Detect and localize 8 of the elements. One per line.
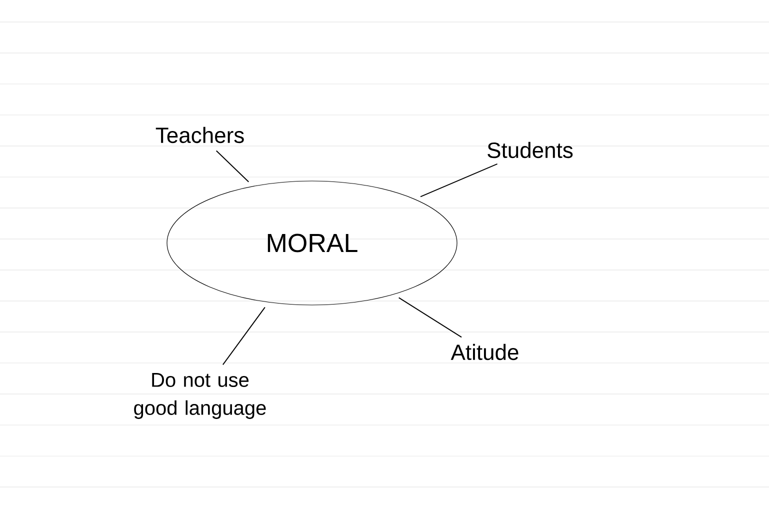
connector-line (222, 306, 266, 366)
node-label: Do not use good language (134, 373, 266, 419)
node-label: Atitude (450, 344, 518, 360)
node-label: Students (488, 142, 573, 158)
connector-line (420, 163, 498, 198)
connector-line (398, 297, 462, 338)
node-label: Teachers (156, 126, 244, 144)
connector-line (216, 150, 250, 182)
